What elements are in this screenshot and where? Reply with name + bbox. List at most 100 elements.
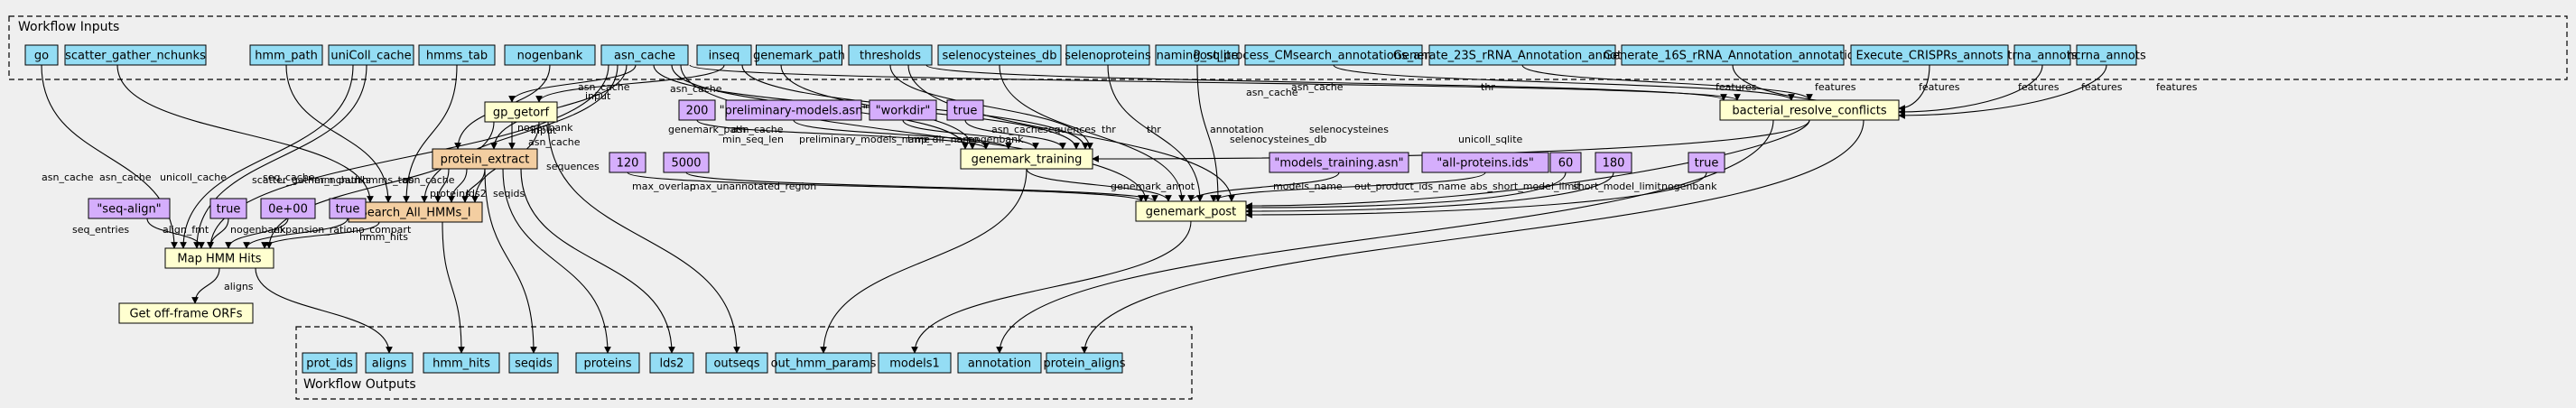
input-hmms-tab-node-label: hmms_tab: [426, 50, 488, 63]
edge-label-sequences: sequences: [546, 161, 600, 172]
param-true2-node-label: true: [336, 203, 360, 217]
output-outseqs-node-label: outseqs: [713, 357, 759, 371]
edge-label-features: features: [1919, 81, 1960, 93]
edge-label-features: features: [2018, 81, 2060, 93]
input-trna-annots-node: trna_annots: [2007, 44, 2078, 66]
edge-label-max-overlap: max_overlap: [632, 181, 696, 192]
edge-p-true4-to-genemark-post: [1245, 172, 1707, 218]
outputs-cluster: Workflow Outputs: [295, 326, 1193, 400]
input-scatter-gather-nchunks-node: scatter_gather_nchunks: [64, 44, 207, 66]
param-p60-node-label: 60: [1558, 157, 1574, 171]
edge-genemark-training-to-genemark-post: [1026, 168, 1172, 202]
input-unicoll-cache-node: uniColl_cache: [328, 44, 414, 66]
edge-label-models-name: models_name: [1273, 181, 1343, 192]
edge-in-asn-cache-to-gp-getorf: [508, 64, 637, 103]
edge-label-asn-cache: asn_cache: [991, 124, 1044, 135]
edge-label-seqids: seqids: [493, 188, 525, 199]
search-all-hmms-node: Search_All_HMMs_I: [348, 201, 483, 223]
output-out-hmm-params-node-label: out_hmm_params: [771, 357, 877, 371]
map-hmm-hits-node-label: Map HMM Hits: [177, 253, 261, 266]
edge-protein-extract-to-out-proteins: [502, 168, 611, 354]
edge-label-asn-cache: asn_cache: [42, 172, 94, 183]
input-generate-23s-rrna-annotation-annotation-node: Generate_23S_rRNA_Annotation_annotation: [1393, 44, 1651, 66]
edge-label-thr: thr: [1147, 124, 1161, 135]
edge-label-scatter-gather-nchunks: scatter_gather_nchunks: [252, 174, 371, 186]
param-true2-node: true: [329, 198, 367, 219]
output-seqids-node-label: seqids: [515, 357, 553, 371]
param-models-training-node-label: "models_training.asn": [1274, 157, 1403, 171]
protein-extract-node-label: protein_extract: [441, 153, 530, 167]
input-ncrna-annots-node: ncrna_annots: [2067, 44, 2146, 66]
edge-label-asn-cache: asn_cache: [731, 124, 784, 135]
edge-in-ncrna-annots-to-bacterial: [1898, 64, 2107, 119]
edge-p-true2-to-map-hmm: [243, 218, 349, 249]
gp-getorf-node-label: gp_getorf: [493, 107, 550, 120]
edge-label-max-unannotated-region: max_unannotated_region: [690, 181, 816, 192]
edge-label-input: input: [585, 90, 611, 102]
input-nogenbank-node-label: nogenbank: [517, 50, 583, 63]
edge-label-expansion-ratio: expansion_ratio: [274, 224, 352, 236]
edge-label-min-seq-len: min_seq_len: [722, 134, 784, 145]
edge-label-input: input: [531, 125, 557, 136]
param-p200-node: 200: [678, 99, 716, 121]
param-true3-node-label: true: [953, 105, 978, 118]
input-generate-16s-rrna-annotation-annotation-node: Generate_16S_rRNA_Annotation_annotation: [1604, 44, 1862, 66]
edge-in-scatter-gather-nchunks-to-search-all: [116, 64, 374, 203]
output-aligns-node-label: aligns: [372, 357, 407, 371]
input-post-process-cmsearch-annotations-annots-5s-node-label: Post_process_CMsearch_annotations_annots…: [1193, 50, 1474, 63]
edge-label-out-product-ids-name: out_product_ids_name: [1354, 181, 1466, 192]
edge-label-features: features: [2081, 81, 2123, 93]
edge-protein-extract-to-search-all: [434, 168, 450, 203]
edge-label-annotation: annotation: [1210, 124, 1264, 135]
param-prelim-node-label: "preliminary-models.asn": [720, 105, 869, 118]
edge-label-thr: thr: [1481, 81, 1495, 93]
input-asn-cache-node: asn_cache: [600, 44, 689, 66]
edge-label-features: features: [2156, 81, 2198, 93]
input-execute-crisprs-annots-node: Execute_CRISPRs_annots: [1850, 44, 2009, 66]
edge-label-preliminary-models-name: preliminary_models_name: [799, 134, 930, 145]
edge-in-asn-cache-to-genemark-post: [680, 64, 1149, 202]
param-p180-node: 180: [1595, 152, 1632, 173]
param-true1-node: true: [209, 198, 247, 219]
get-offframe-orfs-node: Get off-frame ORFs: [118, 302, 254, 324]
edge-bacterial-to-genemark-training: [1092, 119, 1810, 162]
input-hmm-path-node-label: hmm_path: [255, 50, 318, 63]
map-hmm-hits-node: Map HMM Hits: [164, 247, 274, 269]
edge-label-align-fmt: align_fmt: [163, 224, 209, 236]
output-hmm-hits-node-label: hmm_hits: [432, 357, 490, 371]
output-protein-aligns-node: protein_aligns: [1043, 352, 1126, 374]
genemark-post-node-label: genemark_post: [1146, 206, 1237, 219]
input-genemark-path-node: genemark_path: [753, 44, 845, 66]
edge-label-genemark-annot: genemark_annot: [1111, 181, 1195, 192]
edge-label-hmms-tab: hmms_tab: [362, 174, 414, 186]
edge-label-asn-cache: asn_cache: [1246, 87, 1298, 98]
edge-search-all-to-out-hmm-hits: [442, 221, 465, 354]
input-ncrna-annots-node-label: ncrna_annots: [2067, 50, 2146, 63]
bacterial-resolve-conflicts-node-label: bacterial_resolve_conflicts: [1732, 105, 1886, 118]
edge-in-generate-23s-rrna-annotation-annotation-to-bacterial: [1521, 64, 1813, 101]
output-prot-ids-node-label: prot_ids: [306, 357, 353, 371]
edge-p-workdir-to-genemark-training: [902, 119, 1039, 150]
output-proteins-node-label: proteins: [584, 357, 632, 371]
output-lds2-node-label: lds2: [660, 357, 684, 371]
edge-protein-extract-to-search-all: [448, 168, 468, 203]
edge-in-trna-annots-to-bacterial: [1898, 64, 2043, 116]
output-models1-node: models1: [878, 352, 952, 374]
edge-label-aligns: aligns: [224, 281, 254, 292]
edge-label-abs-short-model-limit: abs_short_model_limit: [1470, 181, 1581, 192]
edge-protein-extract-to-out-seqids: [484, 168, 537, 354]
edge-label-lds2: lds2: [466, 188, 487, 199]
param-true4-node: true: [1688, 152, 1725, 173]
edge-label-nogenbank: nogenbank: [230, 224, 286, 236]
edge-label-hmm-hits: hmm_hits: [359, 231, 408, 243]
input-hmms-tab-node: hmms_tab: [418, 44, 496, 66]
outputs-cluster-title: Workflow Outputs: [303, 377, 416, 392]
edge-p-zero-to-map-hmm: [225, 218, 289, 249]
output-proteins-node: proteins: [575, 352, 640, 374]
edge-label-asn-cache: asn_cache: [528, 136, 581, 148]
edge-labels: asn_cacheinputnogenbankasn_cacheinputsca…: [42, 81, 2198, 292]
input-go-node: go: [24, 44, 59, 66]
gp-getorf-node: gp_getorf: [484, 101, 558, 123]
input-selenocysteines-db-node-label: selenocysteines_db: [943, 50, 1057, 63]
